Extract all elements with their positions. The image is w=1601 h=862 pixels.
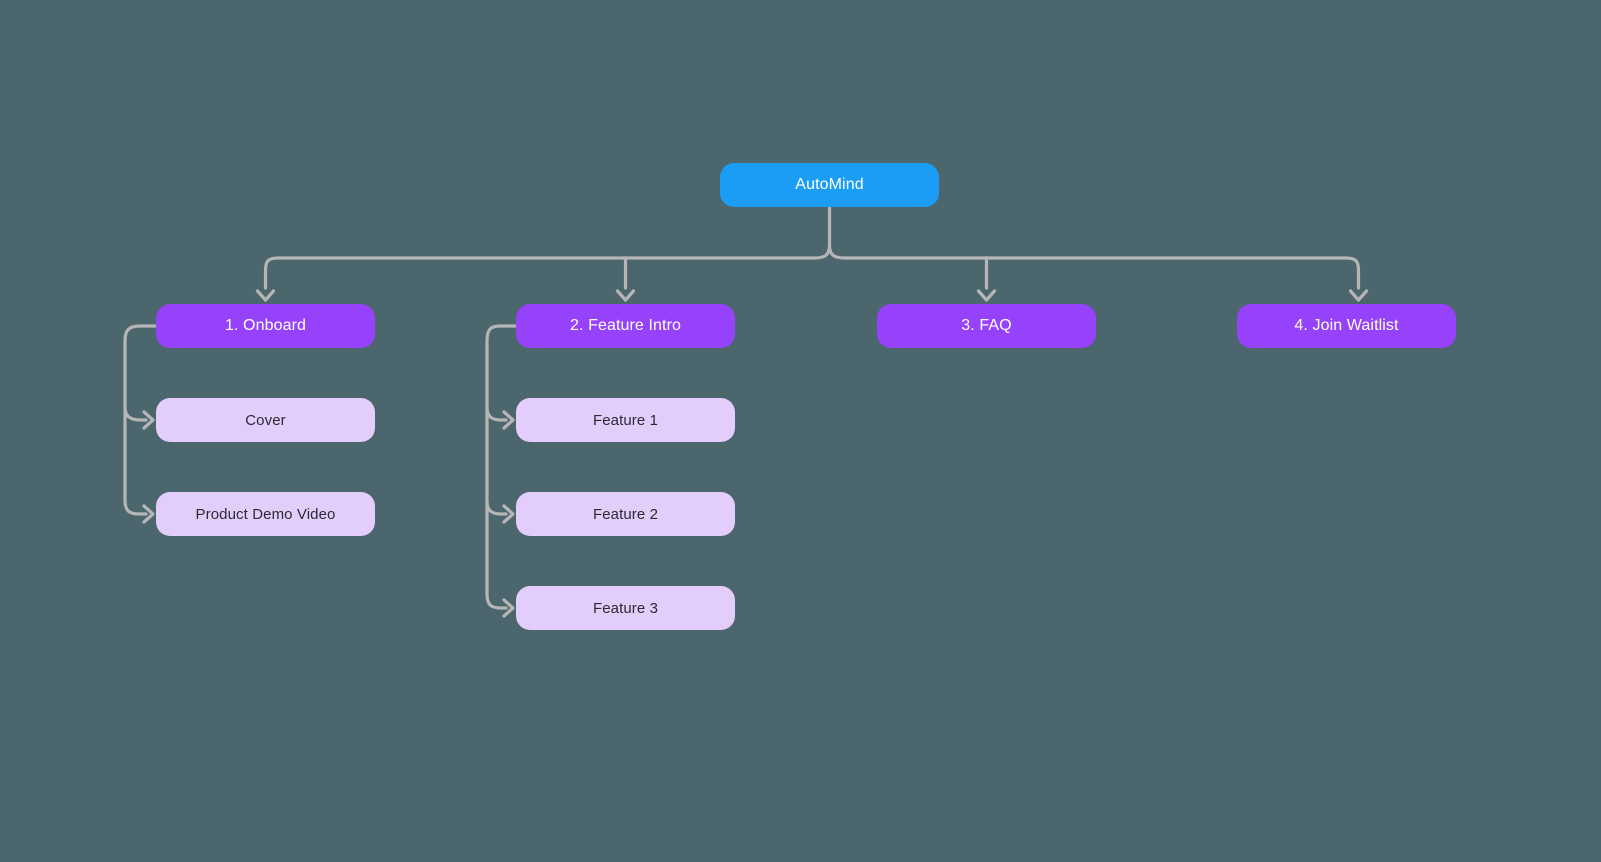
arrowhead-onboard xyxy=(255,289,276,302)
arrowhead-product-demo-video xyxy=(142,504,155,524)
edge-root-fork-right xyxy=(827,243,1361,290)
arrowhead-feature-intro xyxy=(615,289,636,302)
node-branch-feature-intro[interactable]: 2. Feature Intro xyxy=(516,304,735,348)
arrowhead-cover xyxy=(142,410,155,430)
arrowhead-feature-1 xyxy=(502,410,515,430)
edge-feature-intro-spine xyxy=(485,324,518,610)
node-branch-feature-intro-label: 2. Feature Intro xyxy=(570,317,681,334)
edge-root-fork-left xyxy=(263,243,832,290)
node-leaf-feature-1[interactable]: Feature 1 xyxy=(516,398,735,442)
node-root-label: AutoMind xyxy=(795,176,864,193)
node-branch-join-waitlist[interactable]: 4. Join Waitlist xyxy=(1237,304,1456,348)
node-leaf-feature-3-label: Feature 3 xyxy=(592,599,659,617)
edge-onboard-spine xyxy=(123,324,158,516)
arrowhead-feature-2 xyxy=(502,504,515,524)
node-branch-faq[interactable]: 3. FAQ xyxy=(877,304,1096,348)
node-leaf-feature-2-label: Feature 2 xyxy=(592,505,659,523)
node-branch-onboard[interactable]: 1. Onboard xyxy=(156,304,375,348)
node-leaf-product-demo-video[interactable]: Product Demo Video xyxy=(156,492,375,536)
arrowhead-faq xyxy=(976,289,997,302)
node-branch-faq-label: 3. FAQ xyxy=(961,317,1012,334)
arrowhead-join-waitlist xyxy=(1348,289,1369,302)
arrowhead-feature-3 xyxy=(502,598,515,618)
node-root[interactable]: AutoMind xyxy=(720,163,939,207)
node-leaf-feature-3[interactable]: Feature 3 xyxy=(516,586,735,630)
node-branch-onboard-label: 1. Onboard xyxy=(224,317,307,334)
edge-onboard-to-cover xyxy=(123,405,148,422)
node-leaf-feature-2[interactable]: Feature 2 xyxy=(516,492,735,536)
node-leaf-product-demo-video-label: Product Demo Video xyxy=(195,505,336,523)
node-leaf-cover[interactable]: Cover xyxy=(156,398,375,442)
node-branch-join-waitlist-label: 4. Join Waitlist xyxy=(1294,317,1399,334)
edge-feature-intro-to-feature-2 xyxy=(485,499,508,516)
node-leaf-feature-1-label: Feature 1 xyxy=(592,411,659,429)
node-leaf-cover-label: Cover xyxy=(245,411,286,429)
edge-feature-intro-to-feature-1 xyxy=(485,405,508,422)
